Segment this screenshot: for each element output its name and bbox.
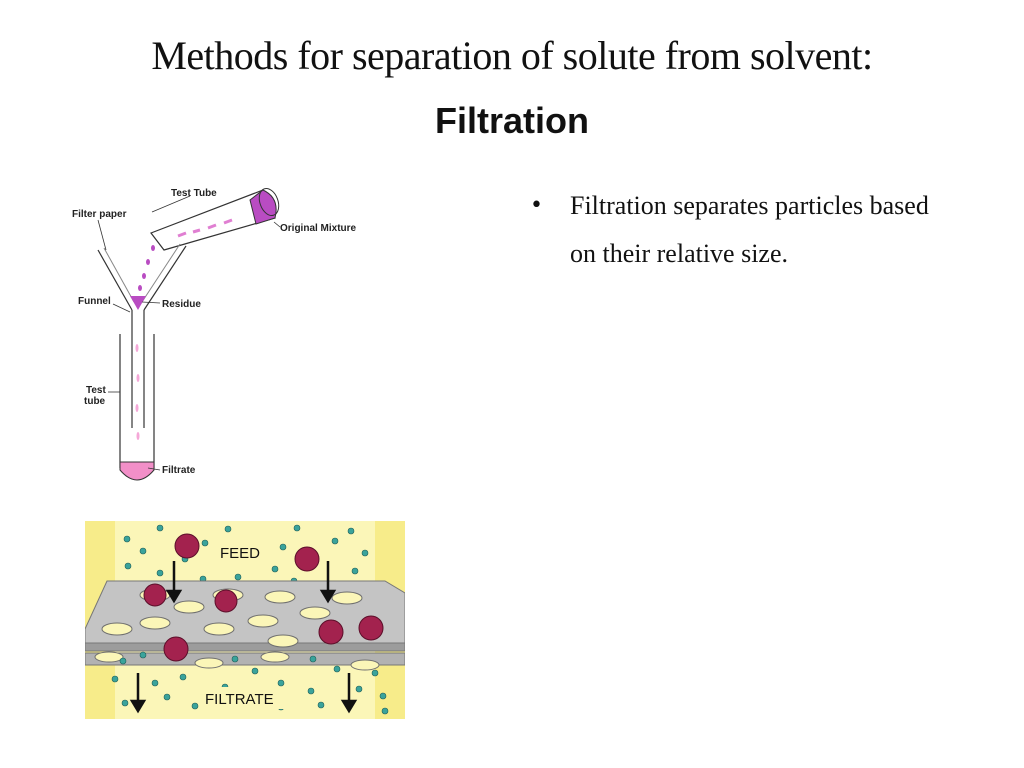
label-filter-paper: Filter paper — [72, 209, 127, 220]
slide-title: Methods for separation of solute from so… — [151, 33, 873, 78]
label-test-tube-line1: Test — [86, 385, 106, 396]
pouring-test-tube — [150, 187, 280, 251]
slide-subtitle: Filtration — [435, 100, 589, 141]
label-funnel: Funnel — [78, 296, 111, 307]
receiving-test-tube — [119, 334, 155, 481]
bullet-list: • Filtration separates particles based o… — [530, 182, 930, 278]
label-filtrate: Filtrate — [162, 465, 196, 476]
bullet-glyph: • — [530, 193, 543, 218]
label-feed: FEED — [220, 545, 260, 562]
bullet-text: Filtration separates particles based on … — [570, 191, 929, 268]
pouring-drops — [138, 245, 155, 291]
label-filtrate-membrane: FILTRATE — [205, 691, 274, 708]
large-particles — [143, 533, 384, 662]
label-original-mixture: Original Mixture — [280, 223, 357, 234]
bullet-item: • Filtration separates particles based o… — [530, 182, 930, 278]
membrane — [85, 580, 405, 671]
funnel-filtration-diagram: Test Tube Filter paper Original Mixture … — [72, 187, 357, 481]
small-particles-bottom — [111, 651, 389, 715]
label-test-tube-line2: tube — [84, 396, 106, 407]
membrane-filtration-diagram: FEED FILTRATE — [85, 521, 405, 719]
label-residue: Residue — [162, 299, 201, 310]
label-test-tube-top: Test Tube — [171, 188, 217, 199]
funnel — [97, 243, 187, 428]
flow-arrows — [129, 561, 358, 714]
